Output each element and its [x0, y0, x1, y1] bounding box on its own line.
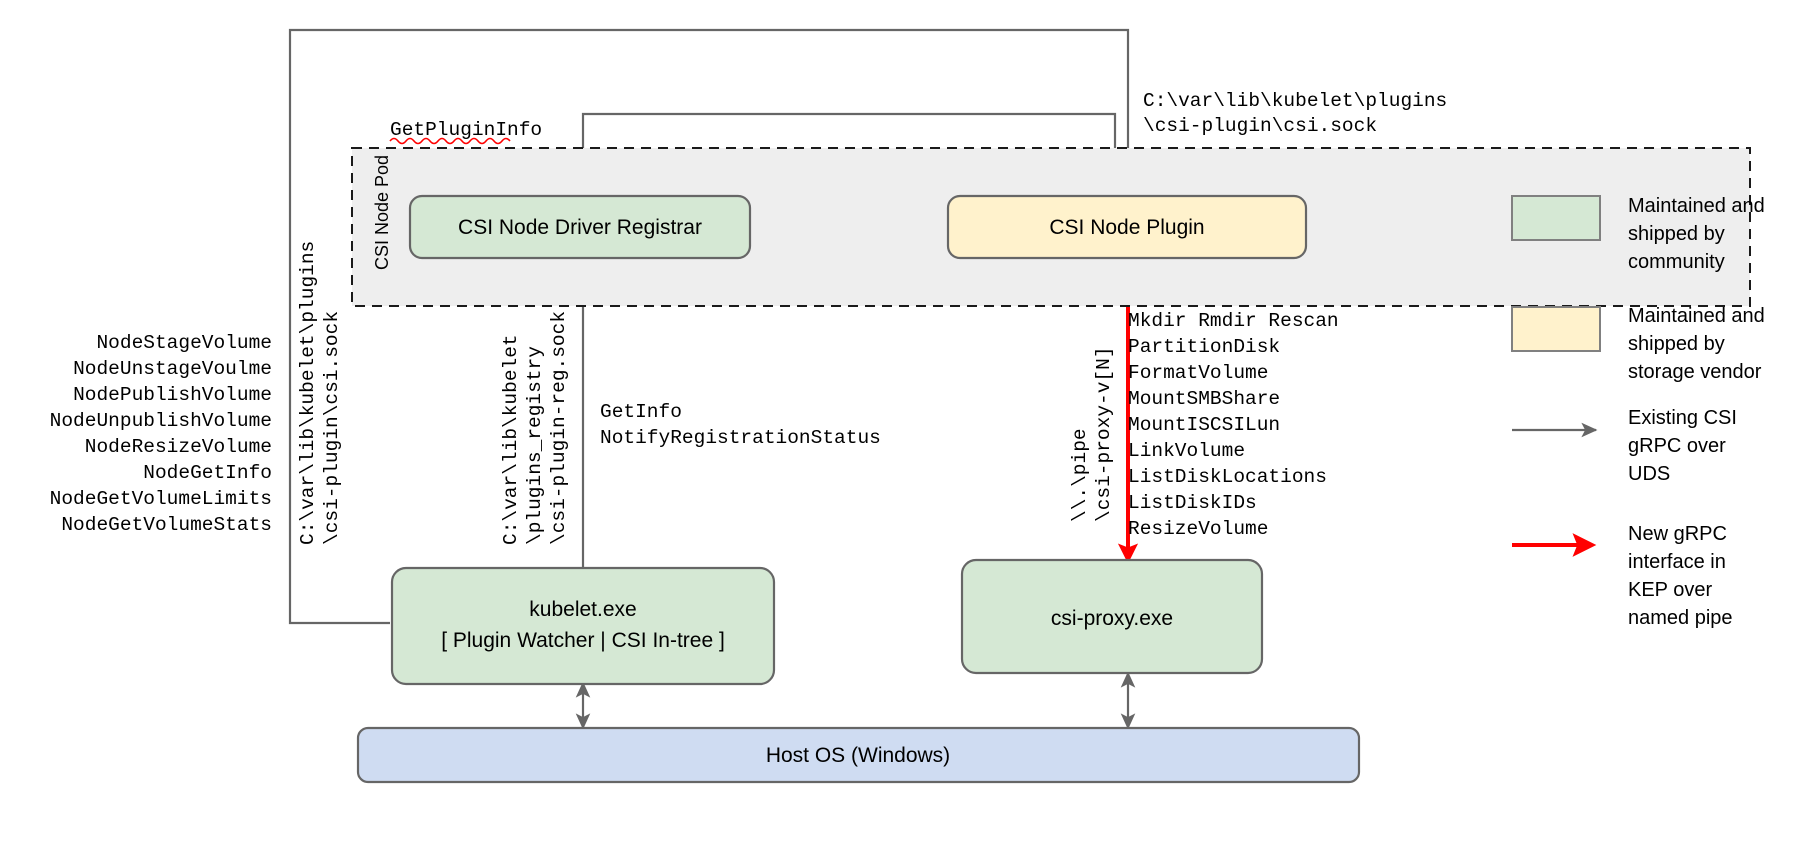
csi-proxy-api-call-item: ListDiskIDs	[1128, 492, 1257, 514]
legend-swatch-yellow	[1511, 306, 1601, 352]
kubelet-plugin-path-line2: \csi-plugin\csi.sock	[321, 311, 343, 545]
kubelet-exe-label-line2: [ Plugin Watcher | CSI In-tree ]	[441, 629, 725, 652]
host-os-label: Host OS (Windows)	[766, 744, 950, 767]
named-pipe-path-line1: \\.\pipe	[1069, 428, 1091, 522]
edge-label-kubelet-plugin-path: C:\var\lib\kubelet\plugins \csi-plugin\c…	[297, 241, 343, 545]
csi-proxy-exe-label: csi-proxy.exe	[1051, 607, 1173, 630]
csi-node-api-call-item: NodeGetInfo	[143, 462, 272, 484]
plugin-socket-path-line1: C:\var\lib\kubelet\plugins	[1143, 90, 1447, 112]
legend-vendor-line1: Maintained and	[1628, 305, 1765, 327]
registry-socket-path-line3: \csi-plugin-reg.sock	[548, 311, 570, 545]
legend: Maintained and shipped by community Main…	[1511, 195, 1765, 629]
legend-new-line2: interface in	[1628, 551, 1726, 573]
csi-proxy-api-call-item: MountISCSILun	[1128, 414, 1280, 436]
legend-new-line3: KEP over	[1628, 579, 1712, 601]
csi-node-api-call-item: NodeStageVolume	[96, 332, 272, 354]
legend-existing-line1: Existing CSI	[1628, 407, 1737, 429]
legend-existing-line3: UDS	[1628, 463, 1670, 485]
legend-community-line1: Maintained and	[1628, 195, 1765, 217]
csi-node-api-call-item: NodeUnpublishVolume	[50, 410, 272, 432]
csi-proxy-api-call-list: Mkdir Rmdir Rescan PartitionDisk FormatV…	[1128, 310, 1339, 540]
node-csi-node-driver-registrar[interactable]: CSI Node Driver Registrar	[408, 194, 752, 260]
csi-node-api-call-item: NodeGetVolumeStats	[61, 514, 272, 536]
csi-node-api-call-item: NodeUnstageVoulme	[73, 358, 272, 380]
csi-proxy-api-call-item: MountSMBShare	[1128, 388, 1280, 410]
legend-new-line1: New gRPC	[1628, 523, 1727, 545]
get-plugin-info-text: GetPluginInfo	[390, 119, 542, 141]
legend-swatch-green	[1511, 195, 1601, 241]
legend-community-line2: shipped by	[1628, 223, 1725, 245]
legend-item-storage-vendor: Maintained and shipped by storage vendor	[1511, 305, 1765, 383]
registrar-call-0: GetInfo	[600, 401, 682, 423]
csi-node-pod-label: CSI Node Pod	[372, 155, 392, 270]
csi-node-driver-registrar-label: CSI Node Driver Registrar	[458, 216, 702, 239]
csi-node-plugin-label: CSI Node Plugin	[1049, 216, 1204, 239]
legend-new-line4: named pipe	[1628, 607, 1733, 629]
legend-item-existing-csi-grpc: Existing CSI gRPC over UDS	[1512, 407, 1737, 485]
kubelet-plugin-path-line1: C:\var\lib\kubelet\plugins	[297, 241, 319, 545]
legend-item-community: Maintained and shipped by community	[1511, 195, 1765, 273]
csi-proxy-api-call-item: LinkVolume	[1128, 440, 1245, 462]
node-host-os[interactable]: Host OS (Windows)	[356, 726, 1361, 784]
registry-socket-path-line2: \plugins_registry	[524, 346, 546, 545]
node-kubelet-exe[interactable]: kubelet.exe [ Plugin Watcher | CSI In-tr…	[390, 566, 776, 686]
csi-proxy-api-call-item: PartitionDisk	[1128, 336, 1280, 358]
csi-proxy-api-call-item: ListDiskLocations	[1128, 466, 1327, 488]
kubelet-exe-label-line1: kubelet.exe	[529, 598, 636, 621]
csi-proxy-api-call-item: ResizeVolume	[1128, 518, 1268, 540]
legend-community-line3: community	[1628, 251, 1725, 273]
edge-label-named-pipe-path: \\.\pipe \csi-proxy-v[N]	[1069, 346, 1115, 522]
node-csi-proxy-exe[interactable]: csi-proxy.exe	[960, 558, 1264, 675]
edge-kubelet-to-node-plugin	[288, 28, 1136, 625]
csi-node-api-call-item: NodeResizeVolume	[85, 436, 272, 458]
csi-node-api-call-item: NodePublishVolume	[73, 384, 272, 406]
edge-label-plugin-socket-path: C:\var\lib\kubelet\plugins \csi-plugin\c…	[1143, 90, 1447, 137]
legend-vendor-line3: storage vendor	[1628, 361, 1762, 383]
named-pipe-path-line2: \csi-proxy-v[N]	[1093, 346, 1115, 522]
edge-label-get-plugin-info: GetPluginInfo	[389, 119, 542, 145]
registry-socket-path-line1: C:\var\lib\kubelet	[500, 334, 522, 545]
csi-proxy-api-call-item: Mkdir Rmdir Rescan	[1128, 310, 1339, 332]
edge-label-registry-socket-path: C:\var\lib\kubelet \plugins_registry \cs…	[500, 311, 570, 545]
node-csi-node-plugin[interactable]: CSI Node Plugin	[946, 194, 1308, 260]
csi-proxy-api-call-item: FormatVolume	[1128, 362, 1268, 384]
edge-label-registrar-calls: GetInfo NotifyRegistrationStatus	[600, 401, 881, 449]
legend-existing-line2: gRPC over	[1628, 435, 1726, 457]
plugin-socket-path-line2: \csi-plugin\csi.sock	[1143, 115, 1377, 137]
csi-node-api-call-item: NodeGetVolumeLimits	[50, 488, 272, 510]
legend-vendor-line2: shipped by	[1628, 333, 1725, 355]
legend-item-new-grpc-kep: New gRPC interface in KEP over named pip…	[1512, 523, 1733, 629]
csi-node-api-call-list: NodeStageVolume NodeUnstageVoulme NodePu…	[50, 332, 272, 536]
registrar-call-1: NotifyRegistrationStatus	[600, 427, 881, 449]
